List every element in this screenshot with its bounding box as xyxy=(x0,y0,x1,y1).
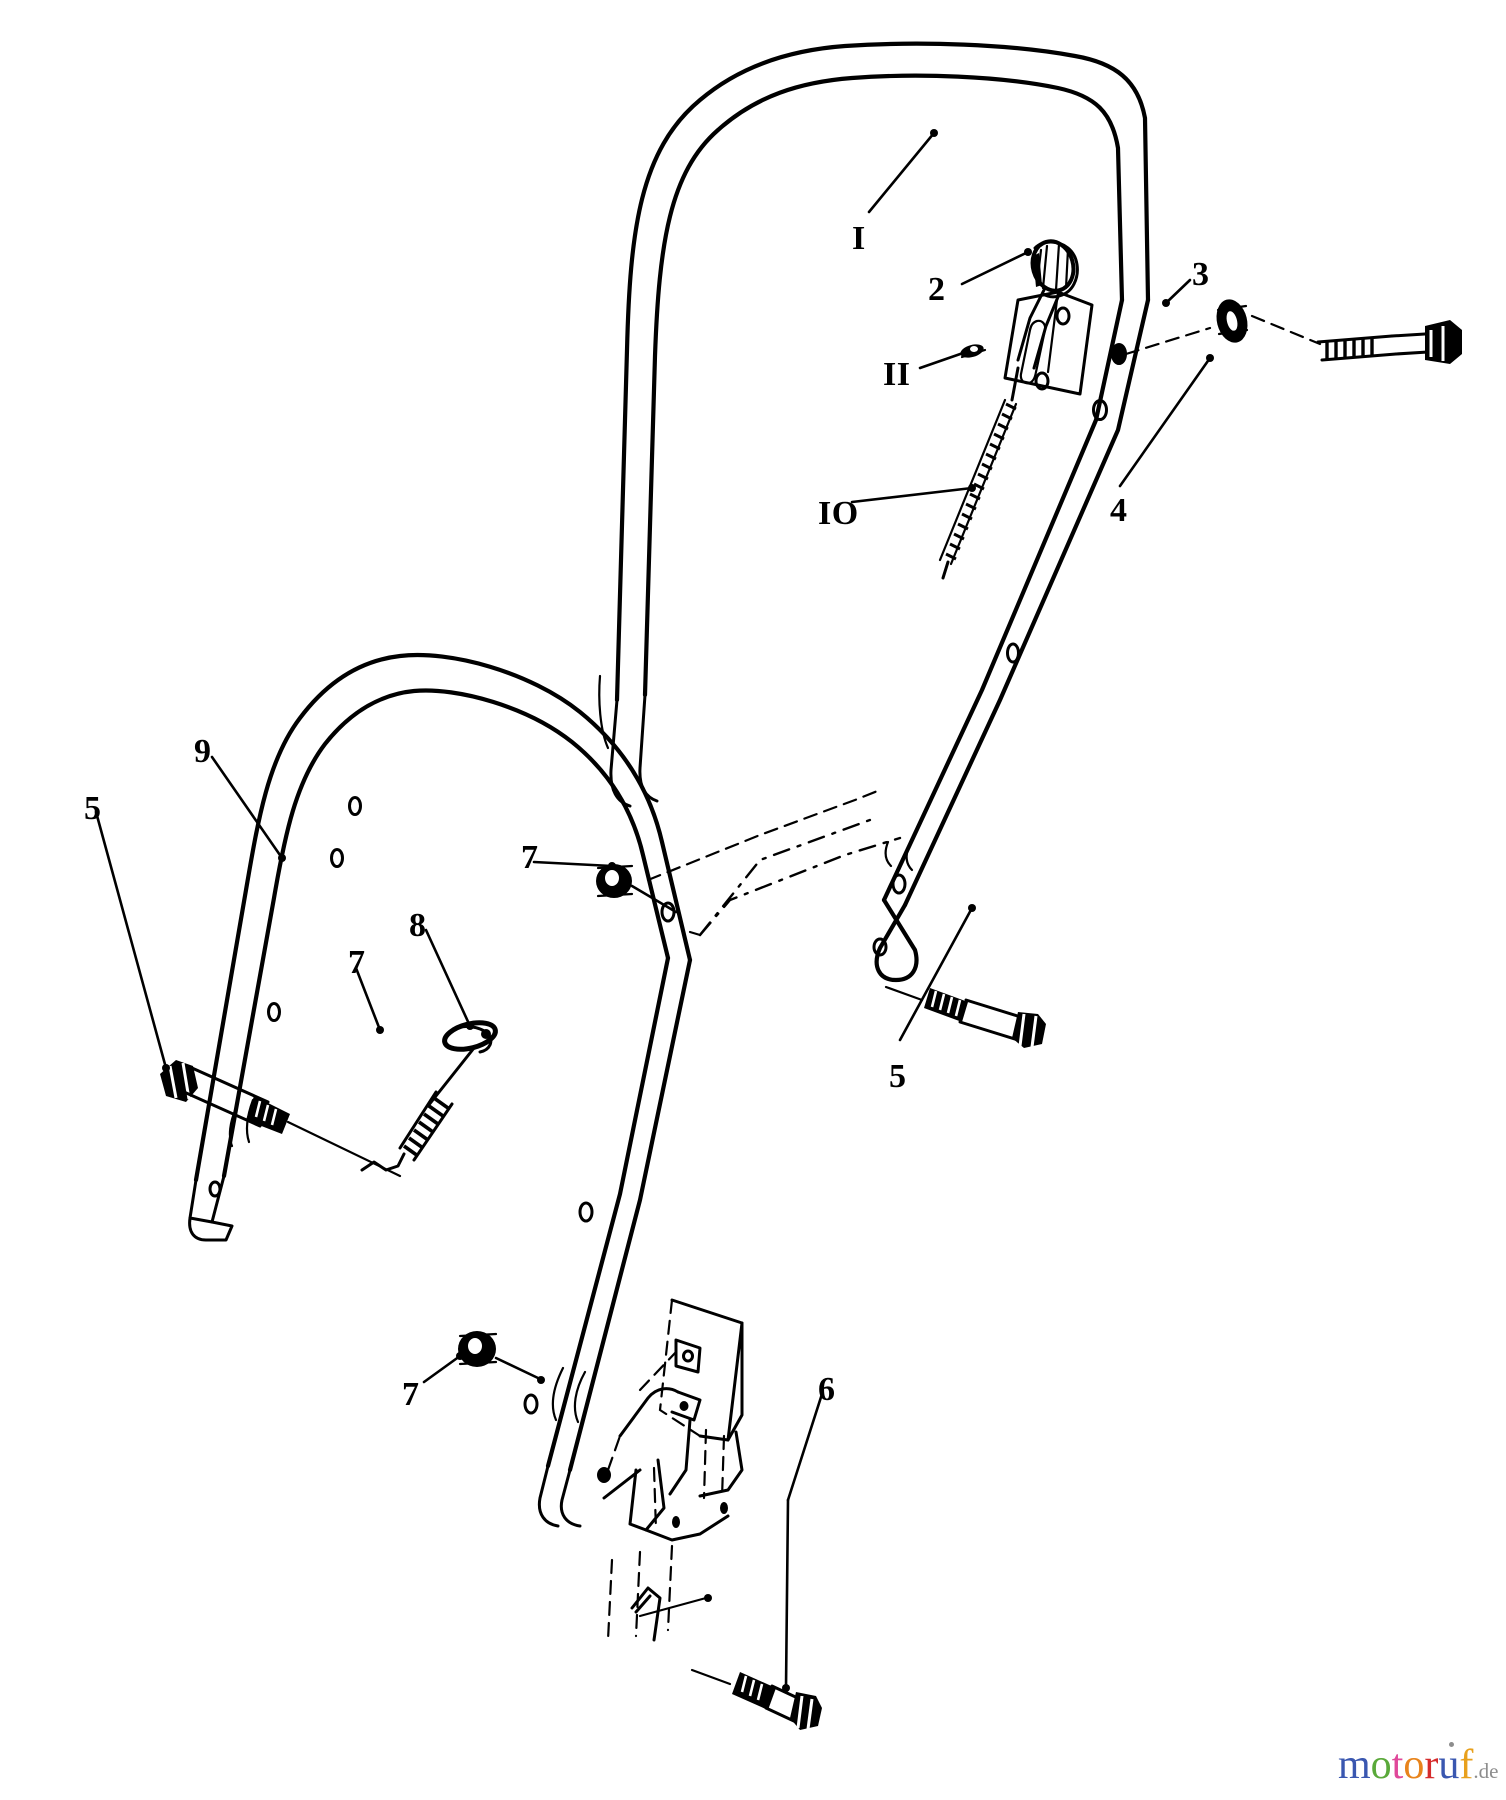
watermark-letter-f: f xyxy=(1459,1742,1474,1788)
watermark-letter-r: r xyxy=(1424,1742,1439,1788)
callout-5-right: 5 xyxy=(889,1058,907,1095)
bolt-part-5-right xyxy=(884,985,1046,1048)
control-lever-assembly xyxy=(938,239,1127,580)
knob-part-2 xyxy=(1030,239,1079,299)
callout-9: 9 xyxy=(194,733,212,770)
upper-handle-tube xyxy=(598,41,1151,983)
callout-11: II xyxy=(883,356,911,393)
callout-1: I xyxy=(852,220,866,257)
spring xyxy=(360,1046,476,1172)
callout-7-lower: 7 xyxy=(402,1376,420,1413)
lower-handle-tube xyxy=(188,652,693,1528)
watermark-letter-o2: o xyxy=(1403,1742,1425,1788)
callout-7-upper: 7 xyxy=(521,839,539,876)
bolt-part-5-left xyxy=(160,1060,402,1178)
watermark-letter-t: t xyxy=(1391,1742,1404,1788)
watermark-letter-o1: o xyxy=(1370,1742,1392,1788)
watermark-suffix: .de xyxy=(1473,1759,1499,1783)
callout-2: 2 xyxy=(928,271,946,308)
nut-part-7-lower xyxy=(458,1331,545,1384)
bolt-part-6 xyxy=(690,1668,822,1730)
callout-leader-lines xyxy=(94,129,1214,1692)
callout-8: 8 xyxy=(409,907,427,944)
mounting-bracket xyxy=(602,1298,744,1642)
watermark-letter-m: m xyxy=(1338,1742,1371,1788)
callout-6: 6 xyxy=(818,1371,836,1408)
callout-10: IO xyxy=(818,495,859,532)
callout-7-middle: 7 xyxy=(348,944,366,981)
bolt-part-4 xyxy=(1124,314,1462,364)
motoruf-watermark-logo: motoruf.de xyxy=(1338,1742,1499,1788)
washer-part-3 xyxy=(1216,299,1249,343)
watermark-letter-u: u xyxy=(1438,1742,1460,1788)
watermark-dot xyxy=(1449,1742,1455,1747)
control-cable-part-10 xyxy=(938,366,1020,580)
callout-4: 4 xyxy=(1110,492,1128,529)
callout-5-left: 5 xyxy=(84,790,102,827)
nut-part-7-upper xyxy=(596,864,678,914)
callout-3: 3 xyxy=(1192,256,1210,293)
